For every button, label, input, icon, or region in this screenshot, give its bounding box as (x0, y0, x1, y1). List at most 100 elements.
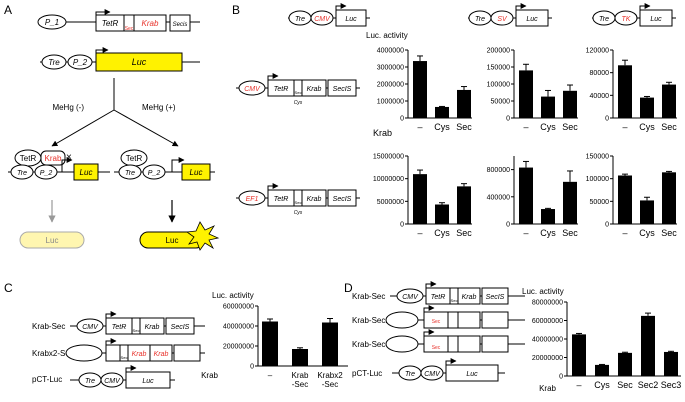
panel-d-constructs: Krab-Sec CMV TetR Sec Krab SecIS Krab-Se… (352, 281, 564, 393)
x-tick-label: Sec (562, 228, 578, 238)
cmv-b-row1: CMV (244, 86, 261, 93)
x-tick-label: -Sec (292, 380, 308, 389)
y-tick-label: 0 (400, 116, 404, 123)
y-tick-label: 4000000 (377, 48, 404, 55)
sec-b-row2: Sec (295, 200, 302, 205)
d-secis: SecIS (486, 294, 505, 301)
x-tick-label: Sec (456, 122, 472, 132)
cys-b-row2: Cys (294, 210, 303, 216)
c-cmv: CMV (82, 324, 99, 331)
d-krab: Krab (462, 294, 477, 301)
bar (563, 181, 577, 224)
luc-b2: Luc (526, 16, 538, 23)
x-tick-label: Cys (639, 122, 655, 132)
d-krab-row-label: Krab (539, 384, 556, 393)
x-tick-label: Sec (661, 122, 677, 132)
sec-b-row1: Sec (295, 90, 302, 95)
c2-sec: Sec (121, 355, 128, 360)
bar (541, 96, 555, 118)
x-tick-label: – (576, 380, 581, 390)
panel-c-constructs: Krab-Sec CMV TetR Sec Krab SecIS Krabx2-… (32, 291, 254, 389)
cys-b-row1: Cys (294, 100, 303, 106)
x-tick-label: – (523, 122, 528, 132)
bar (640, 200, 654, 224)
y-tick-label: 0 (506, 116, 510, 123)
bar (595, 364, 609, 376)
bar (618, 65, 632, 118)
krab-label: Krab (142, 19, 159, 28)
d-pct-luc-label: pCT-Luc (352, 369, 382, 378)
x-tick-label: Cys (594, 380, 610, 390)
bar (519, 167, 533, 224)
p2-label: P_2 (73, 58, 88, 67)
c-sec: Sec (133, 328, 140, 333)
y-tick-label: 60000000 (223, 304, 254, 311)
bar (292, 349, 308, 366)
panel-label-a: A (4, 3, 12, 17)
bar (618, 175, 632, 224)
luc-gene-box (95, 52, 183, 72)
panel-label-d: D (344, 281, 353, 295)
promoter-p1 (37, 14, 67, 30)
luc-b1: Luc (345, 16, 357, 23)
tetr-protein-label-right: TetR (126, 154, 143, 163)
tre-label-left: Tre (17, 170, 27, 177)
b-ylabel: Luc. activity (366, 31, 408, 40)
repression-cross: × (66, 152, 72, 163)
c-luc: Luc (142, 378, 154, 385)
y-tick-label: 40000000 (532, 337, 563, 344)
d-tre: Tre (405, 371, 415, 378)
x-tick-label: Cys (639, 228, 655, 238)
y-tick-label: 5000000 (377, 199, 404, 206)
d-luc: Luc (466, 371, 478, 378)
c-krabx2-label: Krabx2-Sec (32, 349, 74, 358)
y-tick-label: 100000 (586, 176, 609, 183)
luc-label-right: Luc (190, 168, 203, 177)
tetr-label: TetR (102, 19, 119, 28)
tre-label-right: Tre (125, 170, 135, 177)
krab-b-row1: Krab (307, 86, 322, 93)
bar (662, 172, 676, 224)
chart-c: 0200000004000000060000000–Krab-SecKrabx2… (223, 304, 348, 389)
c-cmv2: CMV (104, 378, 121, 385)
panel-label-c: C (4, 281, 13, 295)
bar (457, 186, 471, 224)
bar (457, 89, 471, 118)
y-tick-label: 3000000 (377, 65, 404, 72)
x-tick-label: Sec (617, 380, 633, 390)
x-tick-label: Krabx2 (317, 371, 343, 380)
y-tick-label: 0 (506, 222, 510, 229)
d-tetr: TetR (431, 294, 446, 301)
y-tick-label: 200000 (487, 48, 510, 55)
luminescence-starburst (185, 221, 220, 251)
c-ylabel: Luc. activity (212, 291, 254, 300)
c-krab: Krab (145, 324, 160, 331)
tetr-b-row1: TetR (274, 86, 289, 93)
y-tick-label: 60000000 (532, 318, 563, 325)
secis-label: Secis (173, 22, 188, 28)
luc-protein-faded (19, 231, 85, 249)
x-tick-label: – (417, 228, 422, 238)
panel-b-reporters: Tre CMV Luc Tre SV Luc Tre TK Luc CMV Te… (236, 3, 676, 216)
c2-krab-2: Krab (154, 351, 169, 358)
y-tick-label: 20000000 (223, 344, 254, 351)
x-tick-label: – (417, 122, 422, 132)
x-tick-label: – (622, 122, 627, 132)
y-tick-label: 0 (400, 222, 404, 229)
d-cmv2: CMV (424, 371, 441, 378)
sv-b2: SV (497, 16, 508, 23)
d-krab-sec2-label: Krab-Sec2 (352, 316, 390, 325)
d-krab-sec3-label: Krab-Sec3 (352, 340, 390, 349)
promoter-p1-label: P_1 (45, 18, 59, 27)
bar (322, 322, 338, 366)
sec-label: Sec (125, 26, 134, 32)
x-tick-label: Krab (292, 371, 309, 380)
b-krab-row-label: Krab (373, 128, 392, 138)
luc-b3: Luc (650, 16, 662, 23)
